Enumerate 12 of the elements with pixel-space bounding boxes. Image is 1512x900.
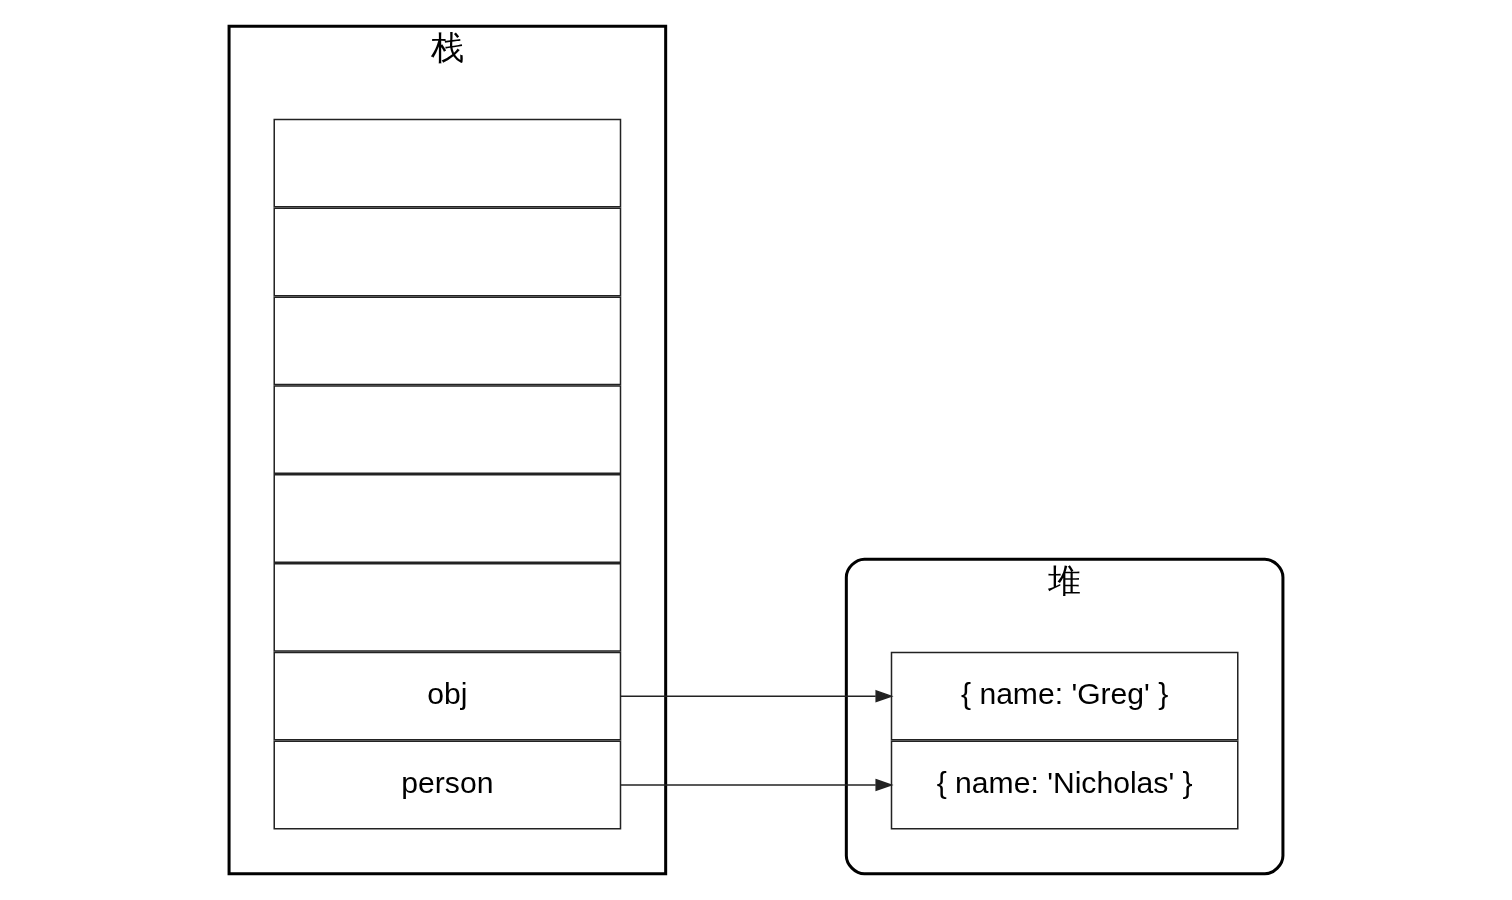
node-box: { name: 'Nicholas' } (890, 740, 1239, 830)
node-box (273, 562, 622, 652)
node-box (273, 385, 622, 475)
node-box (273, 474, 622, 563)
node-box (273, 296, 622, 386)
node-box (273, 118, 622, 208)
arrow (620, 689, 894, 703)
node-box: person (273, 740, 622, 830)
node-box (273, 207, 622, 297)
node-box: obj (273, 651, 622, 741)
arrow (620, 778, 894, 792)
node-box: { name: 'Greg' } (890, 651, 1239, 741)
